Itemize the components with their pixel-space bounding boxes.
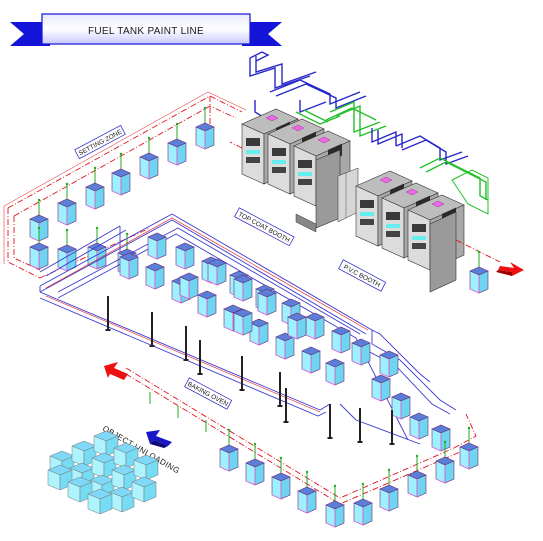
hanging-tank	[246, 443, 264, 485]
oven-tank	[301, 346, 321, 374]
oven-tank	[119, 252, 139, 280]
hanging-tank	[298, 471, 316, 513]
baking-oven	[39, 213, 457, 445]
oven-tank	[207, 258, 227, 286]
booth-connector	[337, 167, 359, 223]
oven-tank	[179, 272, 199, 300]
top-coat-booth-label: TOP COAT BOOTH	[234, 207, 295, 247]
entry-tank	[470, 251, 488, 293]
banner-right-tail	[242, 22, 282, 46]
oven-tank	[249, 318, 269, 346]
top-coat-booth	[241, 108, 351, 233]
oven-tank	[371, 374, 391, 402]
oven-tank	[175, 242, 195, 270]
unloading-arrow	[146, 430, 172, 448]
hanging-tank	[326, 485, 344, 527]
oven-tank	[431, 424, 451, 452]
oven-tank	[305, 312, 325, 340]
oven-tank	[197, 290, 217, 318]
hanging-tank	[140, 137, 158, 179]
lower-hangers	[149, 392, 207, 432]
entry-arrow	[496, 262, 524, 276]
pvc-booth	[355, 170, 465, 293]
oven-tank	[147, 232, 167, 260]
oven-tank	[351, 338, 371, 366]
pvc-booth-text: P.V.C BOOTH	[342, 264, 381, 289]
oven-tank	[409, 412, 429, 440]
banner-left-tail	[10, 22, 50, 46]
setting-zone-frame	[3, 91, 247, 264]
hanging-tank	[460, 427, 478, 469]
oven-tank	[233, 308, 253, 336]
title-banner: FUEL TANK PAINT LINE	[10, 13, 282, 46]
hanging-tank	[272, 457, 290, 499]
oven-tank	[331, 326, 351, 354]
stacked-tanks	[47, 430, 159, 515]
oven-frame-red	[45, 217, 369, 413]
oven-tank	[233, 274, 253, 302]
hanging-tank	[86, 167, 104, 209]
hanging-tank	[354, 483, 372, 525]
oven-tank	[325, 358, 345, 386]
oven-tank	[145, 262, 165, 290]
air-ducts	[249, 51, 489, 215]
top-coat-booth-text: TOP COAT BOOTH	[237, 211, 291, 244]
hanging-tank	[220, 429, 238, 471]
hanging-tank	[196, 107, 214, 149]
hanging-tank	[58, 229, 76, 271]
baking-oven-text: BAKING OVEN	[186, 381, 229, 408]
diagram-title: FUEL TANK PAINT LINE	[88, 26, 204, 37]
hanging-tank	[88, 227, 106, 269]
hanging-tank	[58, 183, 76, 225]
oven-tank	[379, 350, 399, 378]
entry-conveyor	[229, 141, 501, 263]
baking-oven-label: BAKING OVEN	[184, 377, 233, 410]
oven-tank	[391, 392, 411, 420]
oven-tank	[257, 288, 277, 316]
hanging-tank	[168, 123, 186, 165]
oven-tank	[287, 312, 307, 340]
hanging-tank	[380, 469, 398, 511]
exit-arrow	[104, 362, 128, 380]
pvc-booth-label: P.V.C BOOTH	[338, 259, 387, 292]
setting-zone-label: SETTING ZONE	[74, 124, 126, 160]
